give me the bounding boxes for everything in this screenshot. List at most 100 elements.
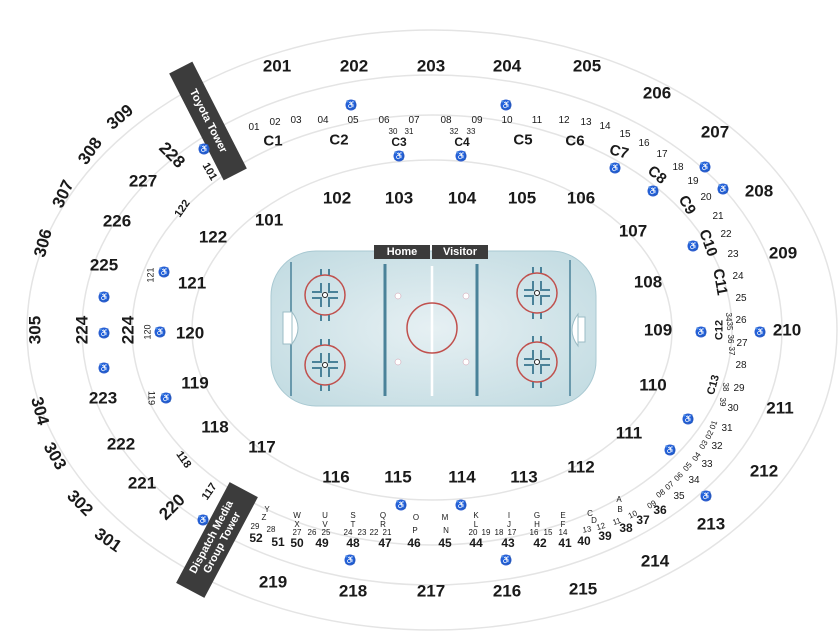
sections-200-label[interactable]: 209 <box>768 243 798 263</box>
sections-200-label[interactable]: 205 <box>572 56 602 76</box>
wheelchair-icon: ♿ <box>500 554 512 566</box>
sections-100-label[interactable]: 121 <box>177 273 207 293</box>
sections-200-label[interactable]: 213 <box>696 514 726 534</box>
suites-bottom-numbers-label: 52 <box>249 531 263 545</box>
sections-200-label[interactable]: 217 <box>416 581 446 601</box>
club-sections-label[interactable]: C5 <box>513 131 533 149</box>
club-sections-label[interactable]: C6 <box>565 132 585 150</box>
club-sections-label[interactable]: C7 <box>607 141 631 163</box>
suites-letters-label: N <box>443 526 449 535</box>
wheelchair-icon: ♿ <box>700 490 712 502</box>
home-label: Home <box>374 245 430 259</box>
sections-100-label[interactable]: 122 <box>198 227 228 247</box>
suites-letters-label: U <box>322 511 328 520</box>
sections-200-label[interactable]: 207 <box>700 122 730 142</box>
sections-200-label[interactable]: 202 <box>339 56 369 76</box>
sections-100-label[interactable]: 119 <box>181 373 209 393</box>
sections-100-label[interactable]: 117 <box>248 437 276 457</box>
club-sections-label[interactable]: C1 <box>263 132 283 150</box>
sections-200-label[interactable]: 203 <box>416 56 446 76</box>
sections-200-label[interactable]: 216 <box>492 581 522 601</box>
suites-top-label: 35 <box>673 491 685 502</box>
faceoff-circle <box>304 274 346 316</box>
visitor-label: Visitor <box>432 245 488 259</box>
suites-top-label: 02 <box>269 117 281 128</box>
faceoff-hash-marks <box>524 267 550 319</box>
wheelchair-icon: ♿ <box>345 99 357 111</box>
sections-100-label[interactable]: 111 <box>615 423 643 443</box>
wheelchair-icon: ♿ <box>500 99 512 111</box>
club-sections-label[interactable]: C12 <box>713 319 726 341</box>
suites-letters-label: M <box>441 513 449 522</box>
sections-200-label[interactable]: 219 <box>258 572 288 592</box>
sections-100-label[interactable]: 104 <box>447 188 477 208</box>
sections-100-label[interactable]: 102 <box>322 188 352 208</box>
sections-100-label[interactable]: 107 <box>618 221 648 241</box>
faceoff-circle <box>516 272 558 314</box>
suites-top-label: 40 <box>577 534 591 548</box>
wheelchair-icon: ♿ <box>455 150 467 162</box>
sections-200-label[interactable]: 223 <box>88 388 118 408</box>
suites-top-label: 19 <box>687 176 699 187</box>
sections-200-label[interactable]: 206 <box>642 83 672 103</box>
suites-top-label: 22 <box>720 229 732 240</box>
sections-100-label[interactable]: 109 <box>643 320 673 340</box>
sections-200-label[interactable]: 214 <box>640 551 670 571</box>
sections-200-label[interactable]: 215 <box>568 579 598 599</box>
sections-200-label[interactable]: 218 <box>338 581 368 601</box>
sections-200-label[interactable]: 212 <box>749 461 779 481</box>
sections-100-label[interactable]: 108 <box>633 272 663 292</box>
suites-top-label: 05 <box>347 115 359 126</box>
faceoff-circles <box>304 267 558 391</box>
suites-bottom-small-label: 27 <box>292 528 302 537</box>
sections-200-label[interactable]: 226 <box>102 211 132 231</box>
sections-100-label[interactable]: 112 <box>567 457 595 477</box>
sections-200-label[interactable]: 204 <box>492 56 522 76</box>
club-sections-label[interactable]: C11 <box>709 267 731 297</box>
club-sections-label[interactable]: C4 <box>454 135 470 149</box>
center-faceoff-circle <box>406 302 458 354</box>
suites-top-label: 15 <box>619 129 631 140</box>
suites-inner-right-label: 35 <box>725 321 734 331</box>
wheelchair-icon: ♿ <box>609 162 621 174</box>
sections-100-label[interactable]: 105 <box>507 188 537 208</box>
club-sections-label[interactable]: C2 <box>329 131 349 149</box>
sections-100-label[interactable]: 120 <box>175 323 205 343</box>
club-sections-label[interactable]: C3 <box>391 135 407 149</box>
sections-100-label[interactable]: 110 <box>639 375 667 395</box>
sections-100-label[interactable]: 118 <box>201 417 229 437</box>
sections-100-label[interactable]: 114 <box>448 467 476 487</box>
suites-letters-label: Z <box>261 513 267 522</box>
sections-200-label[interactable]: 211 <box>766 398 794 418</box>
suites-letters-label: S <box>350 511 356 520</box>
sections-200-label[interactable]: 224 <box>118 315 138 345</box>
suites-top-label: 17 <box>656 149 668 160</box>
suites-bottom-numbers-label: 48 <box>346 536 360 550</box>
sections-200-label[interactable]: 221 <box>127 473 157 493</box>
suites-bottom-small-label: 19 <box>481 528 491 537</box>
sections-200-label[interactable]: 210 <box>772 320 802 340</box>
sections-100-label[interactable]: 101 <box>254 210 284 230</box>
sections-200-label[interactable]: 222 <box>106 434 136 454</box>
wheelchair-icon: ♿ <box>717 183 729 195</box>
sections-200-label[interactable]: 224 <box>72 315 92 345</box>
suites-letters-label: E <box>560 511 566 520</box>
suites-bottom-small-label: 18 <box>494 528 504 537</box>
sections-100-label[interactable]: 106 <box>566 188 596 208</box>
aisle-labels-100-label: 120 <box>142 324 153 340</box>
sections-200-label[interactable]: 227 <box>128 171 158 191</box>
sections-300-label[interactable]: 305 <box>25 315 45 345</box>
sections-100-label[interactable]: 116 <box>322 467 350 487</box>
suites-letters-label: J <box>507 520 511 529</box>
aisle-labels-100-label: 119 <box>146 390 157 406</box>
sections-200-label[interactable]: 201 <box>262 56 292 76</box>
sections-200-label[interactable]: 225 <box>89 255 119 275</box>
sections-100-label[interactable]: 113 <box>510 467 538 487</box>
sections-100-label[interactable]: 115 <box>384 467 412 487</box>
wheelchair-icon: ♿ <box>647 185 659 197</box>
sections-100-label[interactable]: 103 <box>384 188 414 208</box>
wheelchair-icon: ♿ <box>699 161 711 173</box>
sections-200-label[interactable]: 208 <box>744 181 774 201</box>
suites-bottom-numbers-label: 43 <box>501 536 515 550</box>
